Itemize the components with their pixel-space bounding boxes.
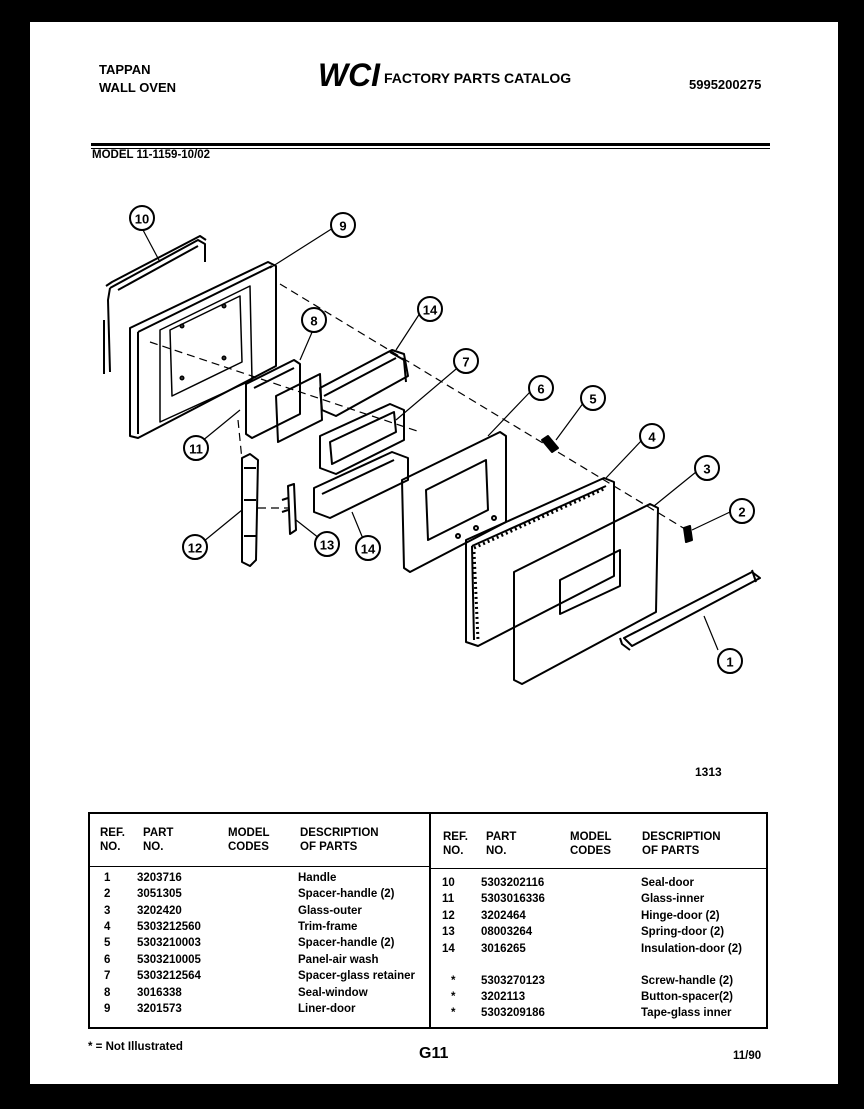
callout-label: 9 <box>339 219 346 234</box>
figure-number: 1313 <box>695 765 722 779</box>
callout-4 <box>639 423 665 449</box>
table-bottom-rule <box>88 1027 768 1029</box>
table-top-rule <box>88 812 768 814</box>
panel-air-wash-part <box>401 431 507 573</box>
insulation-door-upper-part <box>319 349 409 417</box>
callout-1 <box>717 648 743 674</box>
callout-label: 8 <box>310 314 317 329</box>
table-divider <box>429 812 431 1029</box>
glass-outer-part <box>513 503 659 685</box>
header-rule-thin <box>91 148 770 149</box>
header-part-right: PART NO. <box>486 831 517 857</box>
callout-3 <box>694 455 720 481</box>
spacer-glass-retainer-part <box>319 403 405 475</box>
logo-text: WCI <box>318 58 381 92</box>
callout-13 <box>314 531 340 557</box>
hinge-door-part <box>241 453 259 567</box>
callout-11 <box>183 435 209 461</box>
callout-label: 14 <box>423 303 438 318</box>
spacer-handle-part <box>541 435 559 453</box>
callout-label: 5 <box>589 392 596 407</box>
table-header-rule-left <box>88 866 430 867</box>
header-model-right: MODEL CODES <box>570 831 612 857</box>
table-right-border <box>766 812 768 1029</box>
callout-9 <box>330 212 356 238</box>
wci-logo: WCI <box>318 57 382 97</box>
liner-door-part <box>129 261 277 439</box>
callout-label: 13 <box>320 538 334 553</box>
callout-label: 14 <box>361 542 376 557</box>
callout-label: 1 <box>726 655 733 670</box>
brand-line-1: TAPPAN <box>99 62 151 77</box>
catalog-page <box>30 22 838 1084</box>
header-desc-left: DESCRIPTION OF PARTS <box>300 827 379 853</box>
callout-14-top <box>417 296 443 322</box>
header-ref-left: REF. NO. <box>100 827 125 853</box>
header-part-left: PART NO. <box>143 827 174 853</box>
callouts <box>129 205 755 674</box>
revision-date: 11/90 <box>733 1050 762 1062</box>
table-header-rule-right <box>430 868 768 869</box>
callout-12 <box>182 534 208 560</box>
callout-label: 11 <box>189 442 203 457</box>
exploded-parts-diagram: 10 9 8 14 7 6 5 4 3 2 1 11 12 13 14 <box>103 205 761 685</box>
not-illustrated-note: * = Not Illustrated <box>88 1041 183 1053</box>
callout-10 <box>129 205 155 231</box>
seal-window-part <box>245 359 323 443</box>
callout-label: 3 <box>703 462 710 477</box>
callout-label: 6 <box>537 382 544 397</box>
callout-7 <box>453 348 479 374</box>
model-label: MODEL 11-1159-10/02 <box>92 149 211 161</box>
seal-door-part <box>103 235 207 374</box>
header-rule-thick <box>91 143 770 146</box>
callout-label: 12 <box>188 541 202 556</box>
catalog-title: FACTORY PARTS CATALOG <box>384 70 572 86</box>
page-code: G11 <box>419 1045 449 1062</box>
callout-label: 4 <box>648 430 656 445</box>
table-left-border <box>88 812 90 1029</box>
trim-frame-part <box>465 477 615 647</box>
brand-line-2: WALL OVEN <box>99 80 177 95</box>
callout-label: 7 <box>462 355 469 370</box>
callout-6 <box>528 375 554 401</box>
insulation-door-lower-part <box>313 451 409 519</box>
header-desc-right: DESCRIPTION OF PARTS <box>642 831 721 857</box>
callout-5 <box>580 385 606 411</box>
header-model-left: MODEL CODES <box>228 827 270 853</box>
catalog-number: 5995200275 <box>689 77 762 92</box>
spring-door-part <box>281 483 297 535</box>
callout-2 <box>729 498 755 524</box>
callout-8 <box>301 307 327 333</box>
callout-label: 10 <box>135 212 149 227</box>
callout-14-bottom <box>355 535 381 561</box>
handle-part <box>619 569 761 651</box>
callout-label: 2 <box>738 505 745 520</box>
header-ref-right: REF. NO. <box>443 831 468 857</box>
